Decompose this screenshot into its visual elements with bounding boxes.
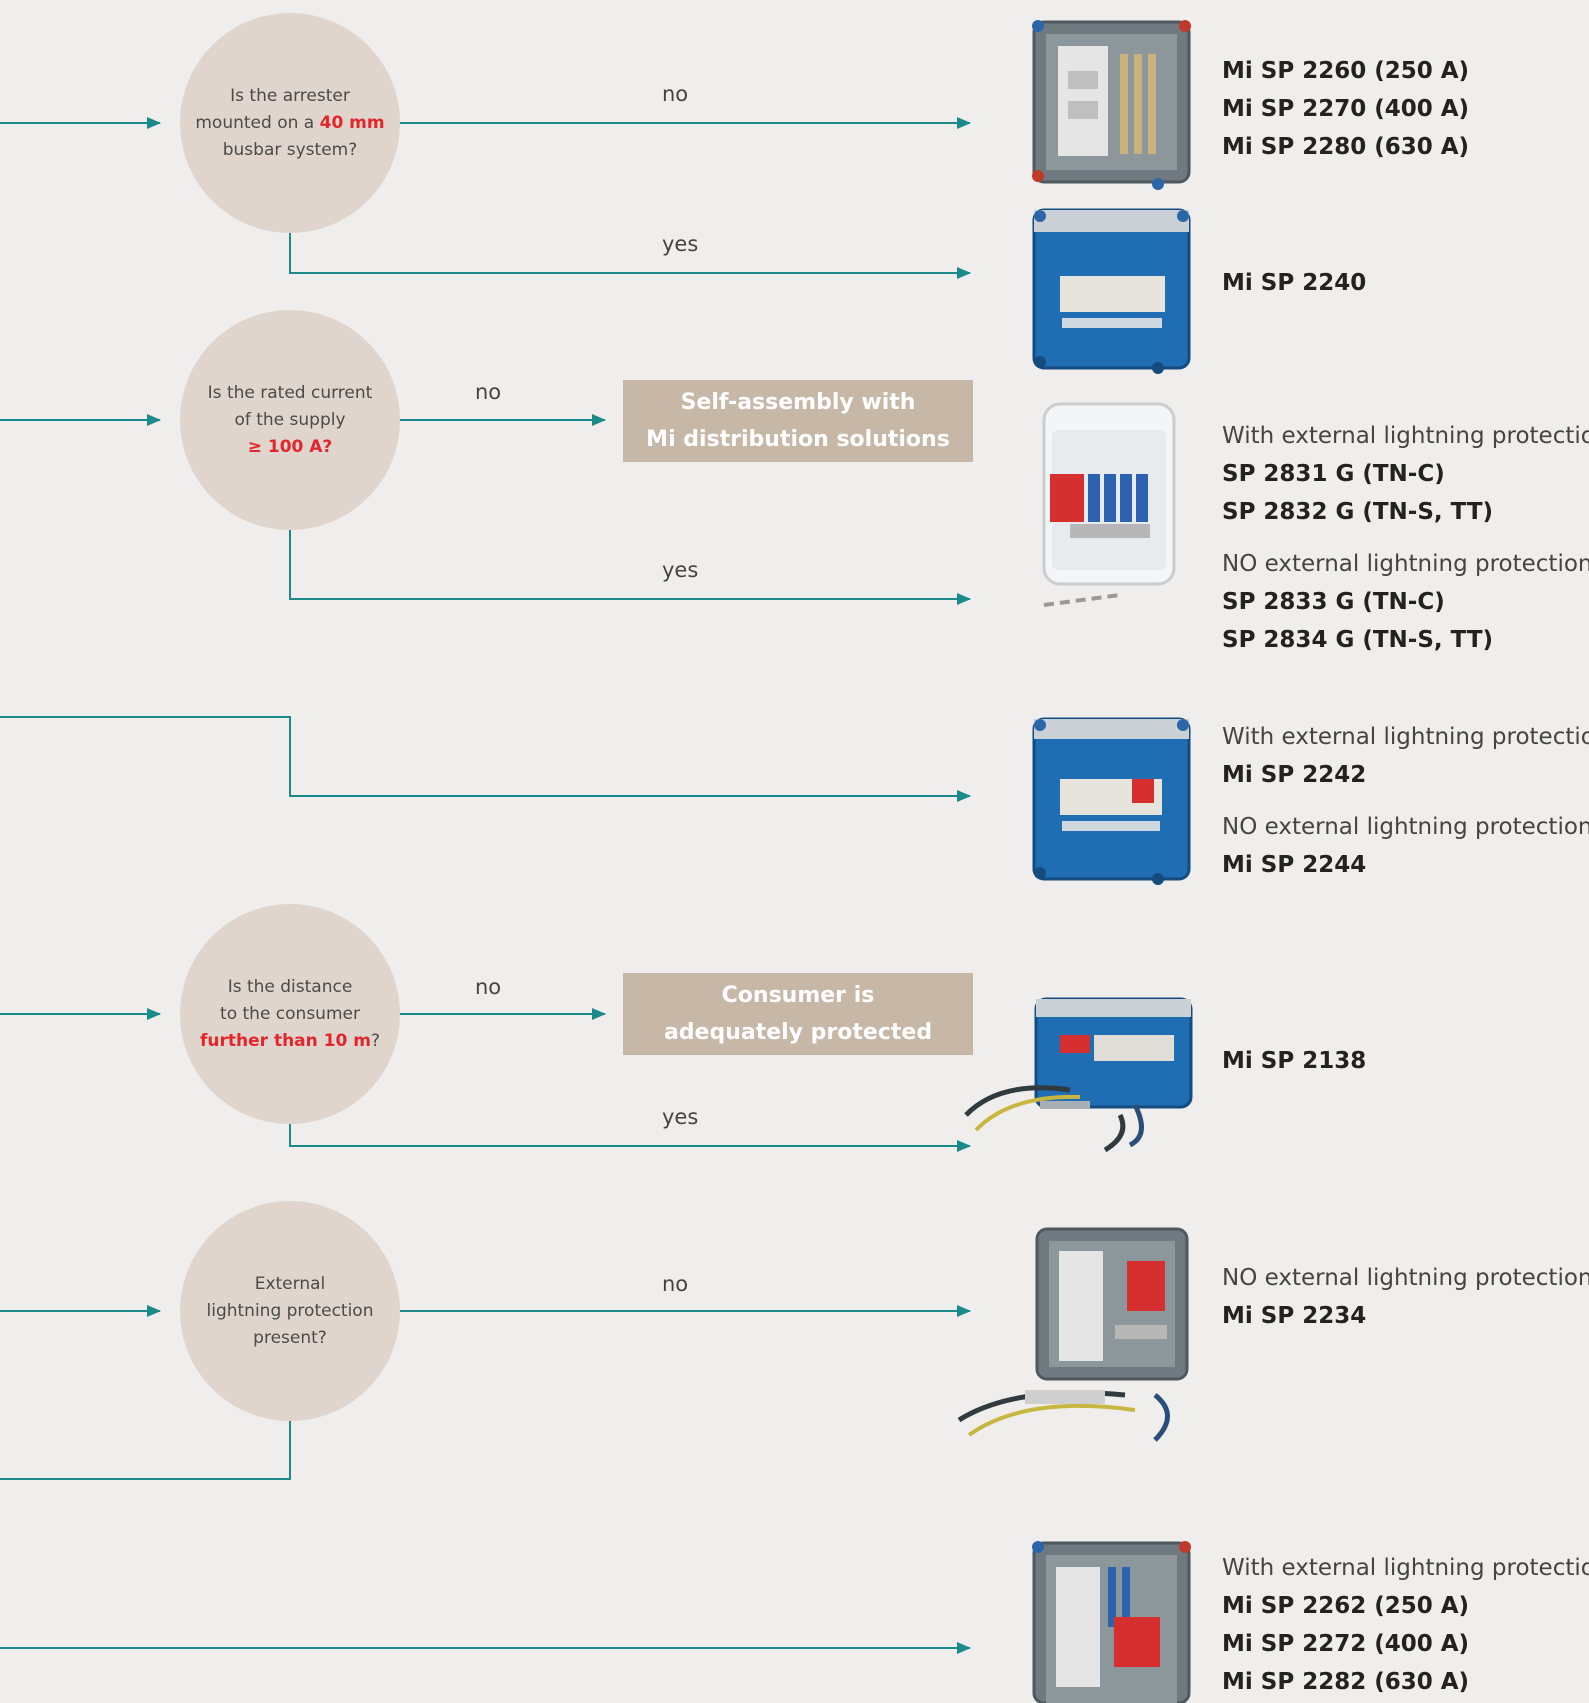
question-text: Is the distance — [227, 976, 353, 997]
connector-q4-yes — [0, 1421, 291, 1480]
product-image-grey-fuse — [1032, 20, 1191, 190]
product-name: Mi SP 2234 — [1222, 1303, 1367, 1329]
outcome-consumer-protected: Consumer is adequately protected — [623, 973, 973, 1055]
product-name: Mi SP 2272 (400 A) — [1222, 1631, 1470, 1657]
product-group-2240: Mi SP 2240 — [1222, 264, 1366, 302]
product-condition: NO external lightning protection — [1222, 814, 1589, 840]
connector-q3-yes — [289, 1124, 971, 1152]
question-rated-current: Is the rated current of the supply ≥ 100… — [180, 310, 400, 530]
connector-q1-yes — [289, 233, 971, 279]
product-name: Mi SP 2260 (250 A) — [1222, 58, 1470, 84]
question-busbar: Is the arrester mounted on a 40 mm busba… — [180, 13, 400, 233]
question-external-lightning: External lightning protection present? — [180, 1201, 400, 1421]
product-condition: With external lightning protection — [1222, 1555, 1589, 1581]
product-name: Mi SP 2244 — [1222, 852, 1367, 878]
label-no: no — [475, 975, 502, 999]
question-highlight: further than 10 m — [200, 1030, 371, 1051]
product-image-grey-arrester — [1032, 1541, 1191, 1703]
product-name: SP 2832 G (TN-S, TT) — [1222, 499, 1494, 525]
product-name: SP 2833 G (TN-C) — [1222, 589, 1445, 615]
product-name: Mi SP 2280 (630 A) — [1222, 134, 1470, 160]
product-name: Mi SP 2242 — [1222, 762, 1367, 788]
question-text: Is the rated current — [207, 382, 373, 403]
label-yes: yes — [662, 232, 699, 256]
question-highlight: ≥ 100 A? — [247, 436, 333, 457]
product-group-2262: With external lightning protection Mi SP… — [1222, 1549, 1589, 1701]
product-group-2260: Mi SP 2260 (250 A) Mi SP 2270 (400 A) Mi… — [1222, 52, 1469, 166]
product-name: SP 2831 G (TN-C) — [1222, 461, 1445, 487]
product-name: Mi SP 2282 (630 A) — [1222, 1669, 1470, 1695]
product-condition: NO external lightning protection — [1222, 551, 1589, 577]
product-group-2138: Mi SP 2138 — [1222, 1042, 1366, 1080]
product-name: Mi SP 2262 (250 A) — [1222, 1593, 1470, 1619]
question-text: Is the arrester — [230, 85, 350, 106]
question-highlight: 40 mm — [319, 112, 385, 133]
label-yes: yes — [662, 558, 699, 582]
product-name: SP 2834 G (TN-S, TT) — [1222, 627, 1494, 653]
connector-in-2242 — [0, 716, 971, 802]
question-distance: Is the distance to the consumer further … — [180, 904, 400, 1124]
product-group-2234: NO external lightning protection Mi SP 2… — [1222, 1259, 1589, 1335]
label-no: no — [662, 1272, 689, 1296]
product-condition: With external lightning protection — [1222, 423, 1589, 449]
question-text: External — [254, 1273, 326, 1294]
product-name: Mi SP 2138 — [1222, 1048, 1367, 1074]
product-image-blue-arrester — [1032, 717, 1191, 885]
product-group-sp2831: With external lightning protection SP 28… — [1222, 417, 1589, 659]
outcome-self-assembly: Self-assembly with Mi distribution solut… — [623, 380, 973, 462]
product-name: Mi SP 2270 (400 A) — [1222, 96, 1470, 122]
label-yes: yes — [662, 1105, 699, 1129]
product-condition: NO external lightning protection — [1222, 1265, 1589, 1291]
product-condition: With external lightning protection — [1222, 724, 1589, 750]
product-image-blue — [1032, 208, 1191, 374]
product-group-2242: With external lightning protection Mi SP… — [1222, 718, 1589, 884]
product-name: Mi SP 2240 — [1222, 270, 1367, 296]
label-no: no — [662, 82, 689, 106]
product-image-transparent-arrester — [1042, 402, 1176, 607]
product-image-blue-compact-cables — [964, 997, 1193, 1153]
label-no: no — [475, 380, 502, 404]
product-image-grey-cables — [957, 1227, 1189, 1442]
connector-q2-yes — [289, 530, 971, 605]
